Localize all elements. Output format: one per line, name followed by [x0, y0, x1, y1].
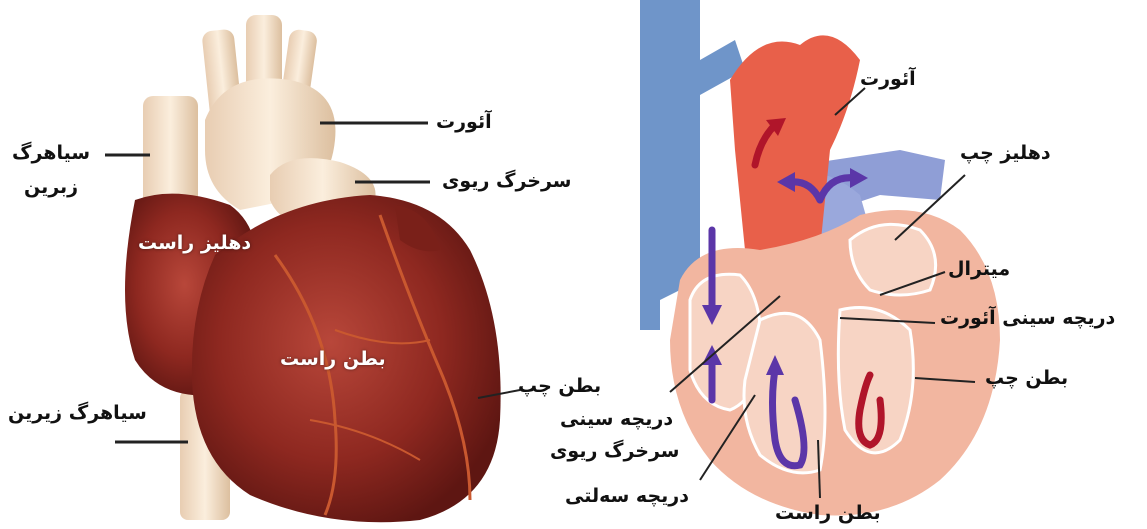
label-mitral-valve: میترال	[948, 258, 1010, 281]
right-ventricle-chamber	[744, 313, 825, 473]
label-pulmonary-valve: دریچه سینی	[560, 408, 673, 431]
label-left-ventricle-section: بطن چپ	[985, 367, 1068, 390]
label-aortic-valve: دریچه سینی آئورت	[940, 307, 1115, 330]
label-right-atrium-external: دهلیز راست	[138, 232, 251, 255]
label-right-ventricle-external: بطن راست	[280, 348, 386, 371]
label-right-ventricle-section: بطن راست	[775, 502, 881, 525]
label-inferior-vena-cava: سیاهرگ زیرین	[8, 402, 147, 425]
label-pulmonary-valve-line2: سرخرگ ریوی	[550, 440, 679, 463]
vena-cava	[640, 0, 660, 330]
label-aorta-section: آئورت	[860, 68, 916, 91]
label-pulmonary-artery-external: سرخرگ ریوی	[442, 170, 571, 193]
left-ventricle-chamber	[838, 308, 913, 453]
label-aorta-external: آئورت	[436, 111, 492, 134]
label-superior-vena-cava-line2: زبرین	[24, 176, 78, 199]
label-left-ventricle-external: بطن چپ	[518, 375, 601, 398]
label-tricuspid-valve: دریچه سه‌لتی	[565, 485, 689, 508]
label-superior-vena-cava: سیاهرگ	[12, 142, 90, 165]
label-left-atrium: دهلیز چپ	[960, 142, 1051, 165]
